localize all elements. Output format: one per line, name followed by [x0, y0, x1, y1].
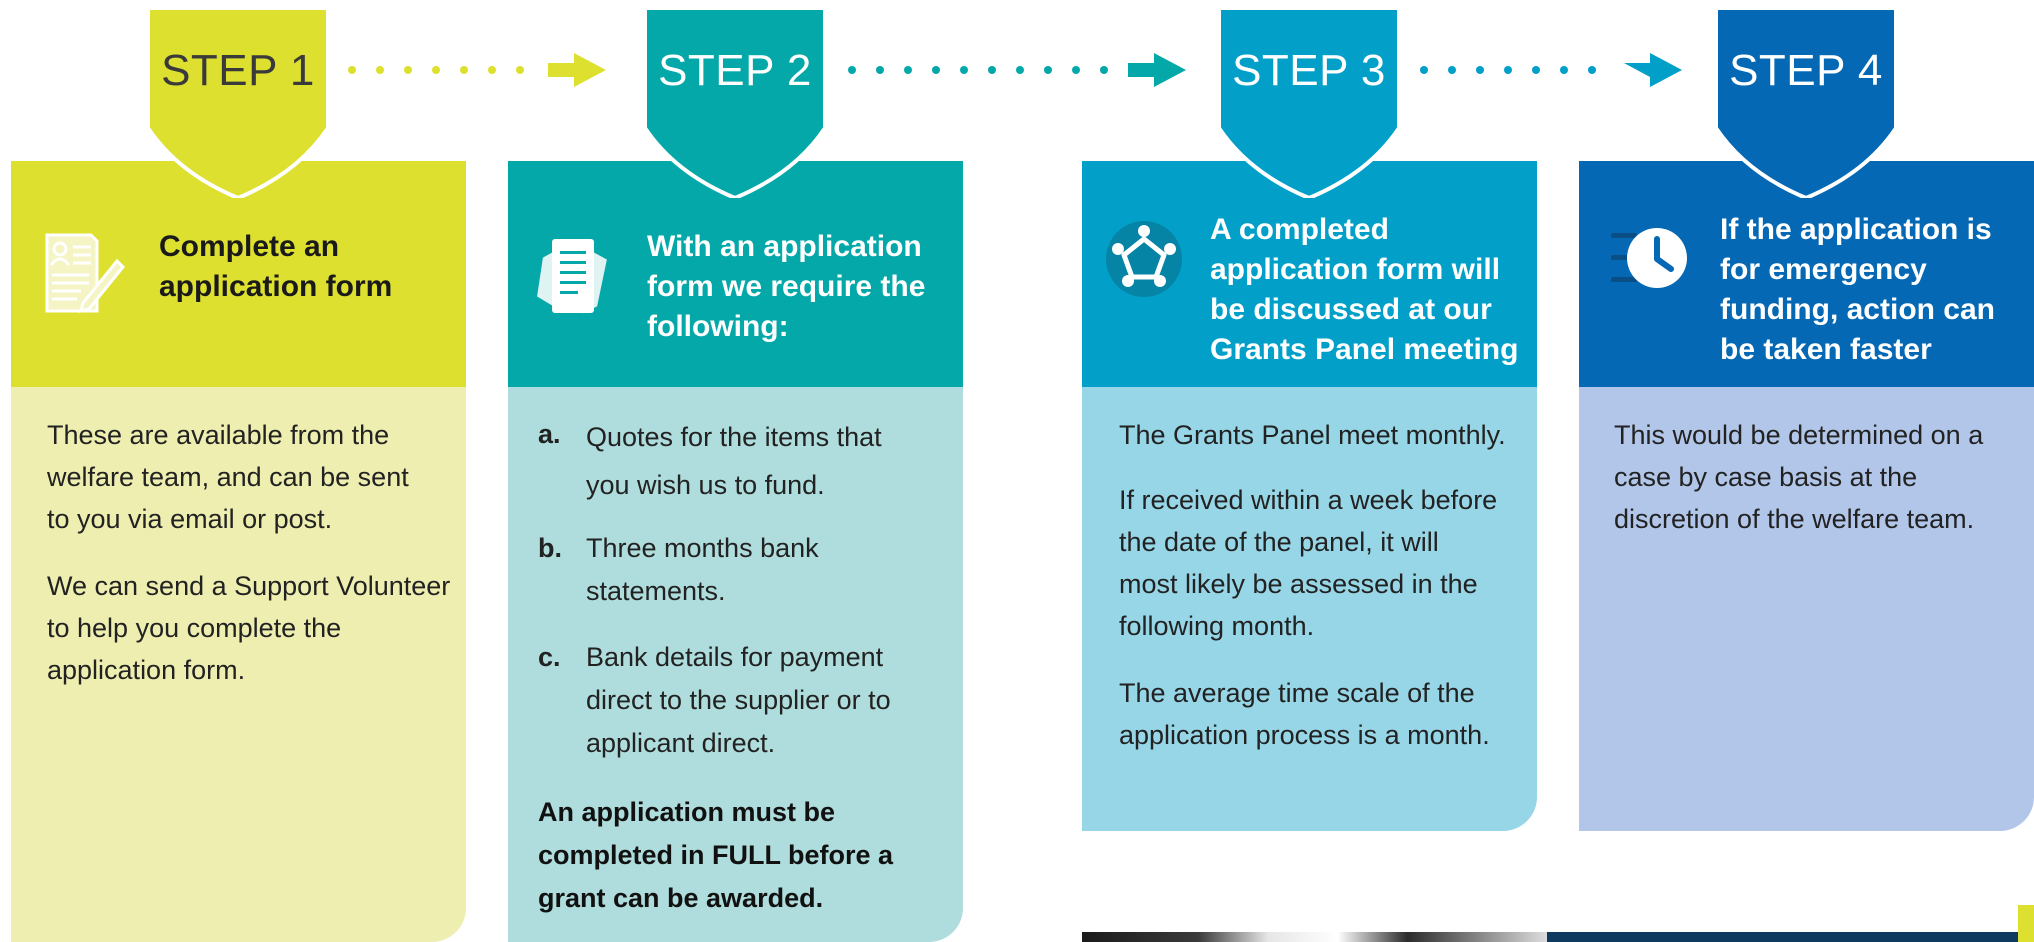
step-3-card: A completed application form will be dis… [1082, 161, 1537, 831]
step-2-card: With an application form we require the … [508, 161, 963, 942]
step-4-body: This would be determined on a case by ca… [1579, 387, 2034, 831]
step-1-paragraph: We can send a Support Volunteer to help … [47, 571, 451, 685]
step-1-badge: STEP 1 [148, 8, 328, 198]
step-1-header: Complete an application form [11, 161, 466, 387]
step-1-card: Complete an application form These are a… [11, 161, 466, 942]
step-2-label: STEP 2 [658, 46, 812, 95]
step-3-header: A completed application form will be dis… [1082, 161, 1537, 387]
people-photo [1082, 932, 1547, 942]
list-item: c. Bank details for payment direct to th… [538, 636, 943, 766]
step-3-paragraph: If received within a week before the dat… [1119, 485, 1498, 641]
list-item: b. Three months bank statements. [538, 527, 943, 617]
step1-to-step2-arrow-icon [348, 53, 606, 87]
step-3-label: STEP 3 [1232, 46, 1386, 95]
list-item-text: Bank details for payment direct to the s… [586, 642, 891, 758]
step2-to-step3-arrow-icon [848, 53, 1186, 87]
step-4-card: If the application is for emergency fund… [1579, 161, 2034, 831]
step-3-paragraph: The average time scale of the applicatio… [1119, 678, 1490, 750]
step-4-badge: STEP 4 [1716, 8, 1896, 198]
step-3-body: The Grants Panel meet monthly. If receiv… [1082, 387, 1537, 831]
list-item-letter: a. [538, 419, 561, 449]
step-2-header: With an application form we require the … [508, 161, 963, 387]
documents-icon [534, 239, 610, 317]
list-item: a. Quotes for the items that you wish us… [538, 413, 943, 503]
step-1-body: These are available from the welfare tea… [11, 387, 466, 942]
step-1-label: STEP 1 [161, 46, 315, 95]
dark-blue-panel [1547, 932, 2034, 942]
step-4-header: If the application is for emergency fund… [1579, 161, 2034, 387]
step-4-title: If the application is for emergency fund… [1720, 213, 1995, 366]
step-2-title: With an application form we require the … [647, 230, 926, 343]
list-item-text: Quotes for the items that you wish us to… [586, 422, 882, 500]
list-item-letter: b. [538, 533, 562, 563]
step-4-label: STEP 4 [1729, 46, 1883, 95]
step-4-paragraph: This would be determined on a case by ca… [1614, 420, 1984, 534]
list-item-text: Three months bank statements. [586, 533, 819, 606]
completion-requirement-note: An application must be completed in FULL… [538, 797, 894, 913]
step-3-badge: STEP 3 [1219, 8, 1399, 198]
fast-clock-icon [1611, 228, 1687, 288]
step3-to-step4-arrow-icon [1420, 53, 1682, 87]
application-form-icon [45, 233, 125, 314]
step-2-badge: STEP 2 [645, 8, 825, 198]
step-3-paragraph: The Grants Panel meet monthly. [1119, 420, 1506, 450]
step-2-body: a. Quotes for the items that you wish us… [508, 387, 963, 942]
step-1-paragraph: These are available from the welfare tea… [47, 420, 409, 534]
step-3-title: A completed application form will be dis… [1210, 213, 1519, 366]
yellow-accent-bar [2018, 905, 2034, 942]
list-item-letter: c. [538, 642, 561, 672]
step-1-title: Complete an application form [159, 230, 393, 303]
panel-meeting-icon [1106, 221, 1182, 297]
